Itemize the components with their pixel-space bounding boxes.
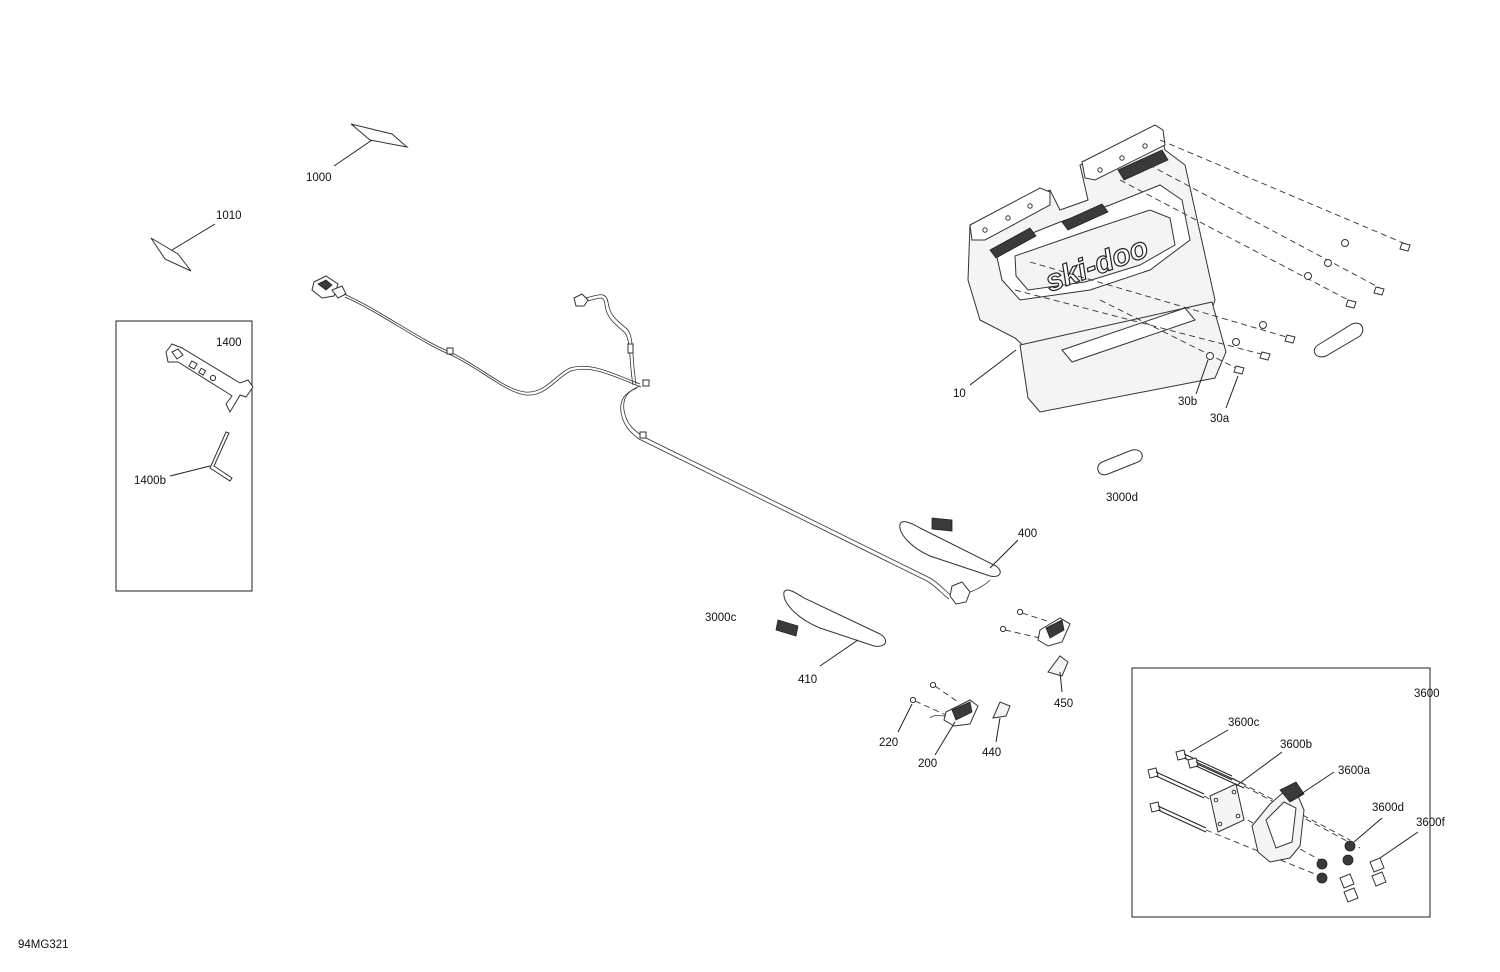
label-3600d: 3600d	[1372, 802, 1404, 814]
lamp-right[interactable]	[999, 608, 1071, 647]
label-10: 10	[953, 388, 966, 400]
decal-1000[interactable]	[333, 123, 409, 167]
rear-flap[interactable]: ski-doo	[967, 124, 1227, 413]
trim-strip-400[interactable]	[899, 517, 1019, 577]
trim-strip-410[interactable]	[775, 589, 887, 667]
drawing-id: 94MG321	[18, 939, 69, 951]
wiring-harness[interactable]	[311, 275, 991, 605]
label-30b: 30b	[1178, 396, 1197, 408]
label-400: 400	[1018, 528, 1037, 540]
hitch-caps[interactable]	[1339, 831, 1419, 903]
hitch-plate[interactable]	[1209, 751, 1283, 833]
label-3600b: 3600b	[1280, 739, 1312, 751]
lamp-200[interactable]	[897, 681, 979, 756]
label-200: 200	[918, 758, 937, 770]
label-1000: 1000	[306, 172, 332, 184]
lens-440[interactable]	[992, 701, 1011, 743]
decal-1010[interactable]	[150, 223, 216, 272]
label-450: 450	[1054, 698, 1073, 710]
hitch-bracket[interactable]	[1251, 771, 1335, 863]
reflector-upper[interactable]	[1313, 322, 1364, 358]
label-3600f: 3600f	[1416, 817, 1446, 829]
label-1400b: 1400b	[134, 475, 166, 487]
label-3600: 3600	[1414, 688, 1440, 700]
label-3000d: 3000d	[1106, 492, 1138, 504]
label-3600c: 3600c	[1228, 717, 1260, 729]
label-440: 440	[982, 747, 1001, 759]
label-30a: 30a	[1210, 413, 1230, 425]
allen-key-tool[interactable]	[169, 431, 233, 482]
label-3000c: 3000c	[705, 612, 737, 624]
toolkit-box	[115, 320, 253, 592]
hitch-bolts[interactable]	[1147, 729, 1361, 877]
label-220: 220	[879, 737, 898, 749]
flap-fasteners[interactable]	[1014, 139, 1411, 409]
label-1400: 1400	[216, 337, 242, 349]
reflector-3000d[interactable]	[1097, 449, 1143, 476]
label-410: 410	[798, 674, 817, 686]
hitch-kit-box	[1131, 667, 1431, 918]
label-1010: 1010	[216, 210, 242, 222]
wrench-tool[interactable]	[165, 343, 254, 414]
lens-450[interactable]	[1047, 655, 1069, 693]
label-3600a: 3600a	[1338, 765, 1371, 777]
hitch-nuts[interactable]	[1316, 817, 1383, 884]
